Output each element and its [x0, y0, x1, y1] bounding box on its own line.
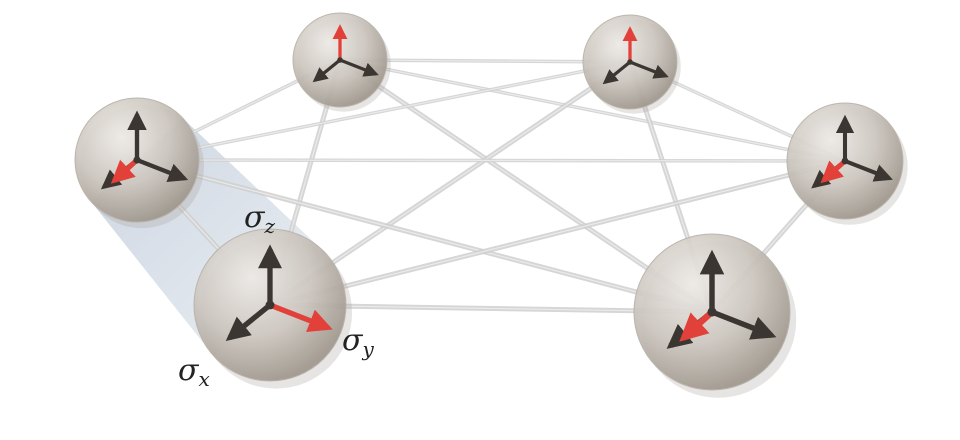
qubit-node-right: [786, 102, 908, 225]
sigma-y-subscript: y: [362, 337, 374, 361]
coupling-edge-highlight: [136, 159, 846, 162]
sphere-center: [627, 59, 633, 65]
axis-y-arrow: [711, 309, 777, 340]
axis-y-arrow: [844, 159, 893, 182]
spin-vector-arrow: [820, 159, 847, 184]
sphere-center: [337, 57, 343, 63]
sphere-center: [133, 156, 141, 164]
sphere-center: [707, 307, 717, 317]
qubit-node-top-right: [582, 14, 681, 114]
axis-y-arrow: [269, 302, 333, 332]
coupling-edge-highlight: [339, 59, 846, 162]
coupling-edge-highlight: [136, 159, 713, 313]
axis-y-arrow: [339, 58, 379, 77]
sigma-x-subscript: x: [198, 367, 210, 391]
sigma-z-subscript: z: [264, 214, 276, 238]
sigma-z-label: σz: [244, 200, 276, 238]
sigma-y-label: σy: [342, 323, 374, 361]
sigma-x-label: σx: [178, 353, 210, 391]
axis-y-arrow: [136, 157, 189, 183]
qubit-node-left: [74, 97, 204, 229]
qubit-node-top-left: [292, 12, 391, 112]
qubit-node-front-left: [193, 228, 353, 389]
sphere-center: [841, 157, 849, 165]
coupling-edge-highlight: [339, 59, 631, 63]
axis-x-arrow: [225, 302, 272, 341]
axis-x-arrow: [312, 58, 342, 83]
spin-vector-arrow: [679, 309, 715, 342]
sigma-z-symbol: σ: [244, 200, 265, 235]
sphere-center: [265, 300, 275, 310]
sigma-y-symbol: σ: [342, 323, 363, 358]
sigma-x-symbol: σ: [178, 353, 199, 388]
axis-x-arrow: [602, 60, 632, 85]
spin-vector-arrow: [110, 158, 139, 184]
qubit-node-front-right: [633, 233, 797, 398]
axis-y-arrow: [629, 60, 669, 79]
coupling-edge-highlight: [269, 160, 846, 306]
coupling-edge-highlight: [136, 61, 631, 161]
